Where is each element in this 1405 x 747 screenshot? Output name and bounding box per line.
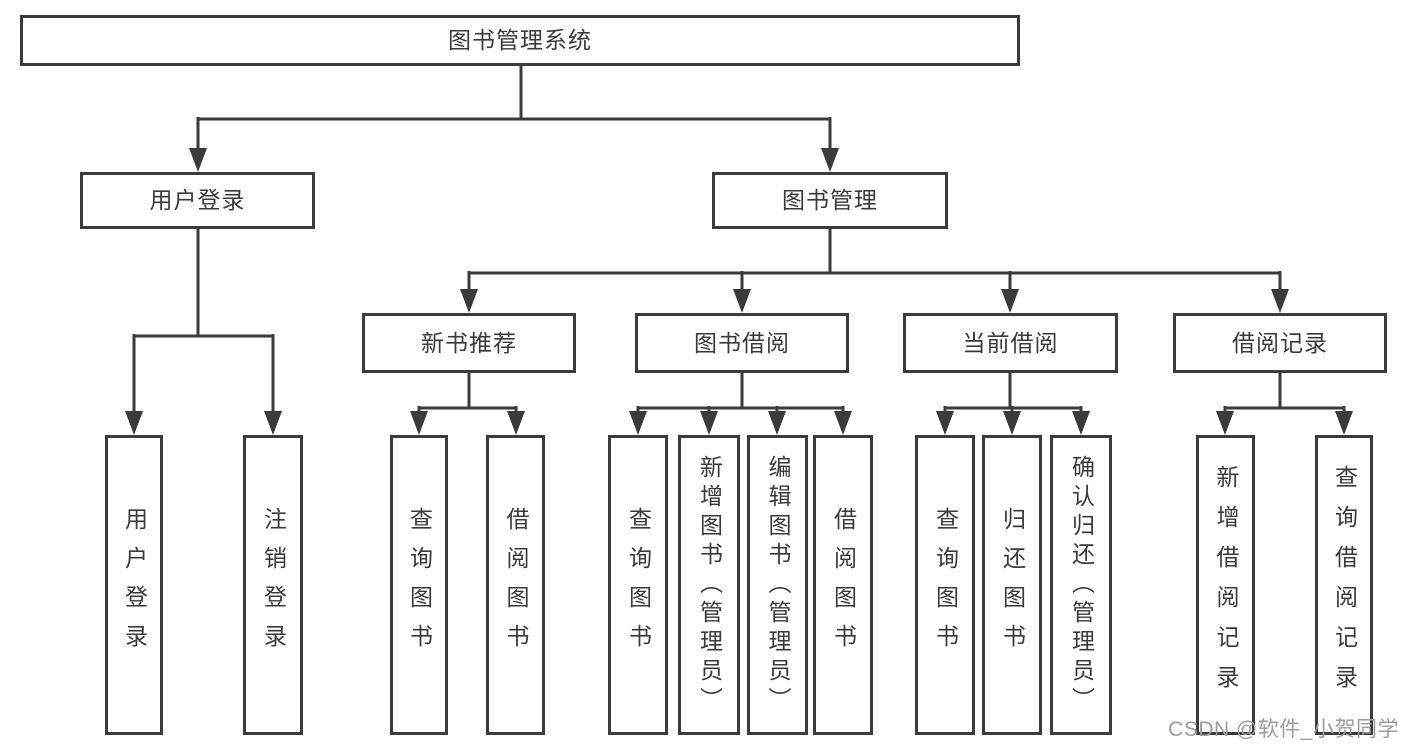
leaf-query-books-recommend: 查询图书 xyxy=(390,435,448,735)
leaf-borrow-books: 借阅图书 xyxy=(813,435,873,735)
node-current-borrow: 当前借阅 xyxy=(903,313,1118,373)
leaf-edit-books-admin: 编辑图书（管理员） xyxy=(747,435,808,735)
leaf-confirm-return-admin: 确认归还（管理员） xyxy=(1050,435,1112,735)
node-library-management-system: 图书管理系统 xyxy=(20,15,1020,66)
leaf-add-borrow-record: 新增借阅记录 xyxy=(1196,435,1255,735)
leaf-add-books-admin: 新增图书（管理员） xyxy=(678,435,740,735)
leaf-query-borrow-record: 查询借阅记录 xyxy=(1315,435,1373,735)
leaf-user-login: 用户登录 xyxy=(105,435,163,735)
node-book-borrow: 图书借阅 xyxy=(635,313,849,373)
node-new-book-recommend: 新书推荐 xyxy=(362,313,576,373)
node-borrow-records: 借阅记录 xyxy=(1173,313,1387,373)
leaf-return-books: 归还图书 xyxy=(982,435,1042,735)
node-user-login: 用户登录 xyxy=(80,172,315,229)
leaf-query-books-current: 查询图书 xyxy=(915,435,975,735)
csdn-watermark: CSDN @软件_小贺同学 xyxy=(1168,718,1399,741)
leaf-borrow-books-recommend: 借阅图书 xyxy=(486,435,545,735)
leaf-query-books-borrow: 查询图书 xyxy=(608,435,668,735)
node-book-management: 图书管理 xyxy=(712,172,948,229)
leaf-logout: 注销登录 xyxy=(243,435,303,735)
